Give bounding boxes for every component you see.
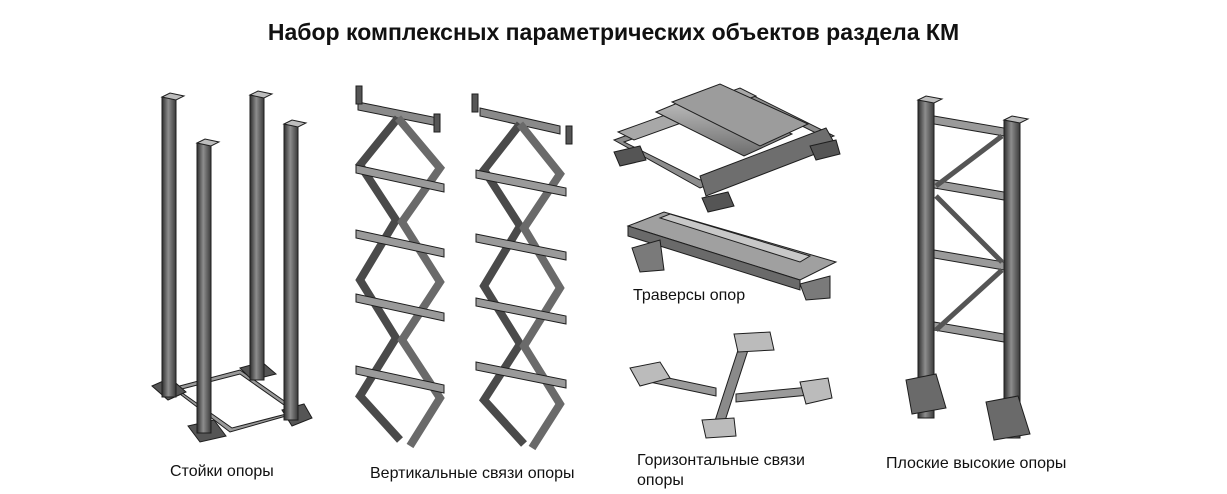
caption-columns: Стойки опоры — [170, 463, 274, 480]
caption-traverses: Траверсы опор — [633, 287, 746, 304]
column-center-left — [195, 138, 221, 434]
traverse-illustration — [626, 211, 838, 301]
column-right — [282, 119, 308, 421]
columns-illustration — [151, 90, 313, 443]
page-title: Набор комплексных параметрических объект… — [267, 19, 960, 45]
caption-vertical-braces: Вертикальные связи опоры — [370, 465, 575, 482]
caption-horizontal-braces: Горизонтальные связи опоры — [637, 452, 805, 489]
flat-tall-support-illustration — [905, 95, 1031, 441]
horizontal-braces-illustration — [629, 331, 833, 439]
column-left — [160, 92, 186, 398]
vertical-brace-panel-right — [471, 93, 573, 451]
beam-assembly-illustration — [612, 83, 841, 213]
column-center-right — [248, 90, 274, 381]
caption-flat-tall-supports: Плоские высокие опоры — [886, 455, 1067, 472]
vertical-braces-illustration — [355, 85, 573, 451]
vertical-brace-panel-left — [355, 85, 446, 449]
